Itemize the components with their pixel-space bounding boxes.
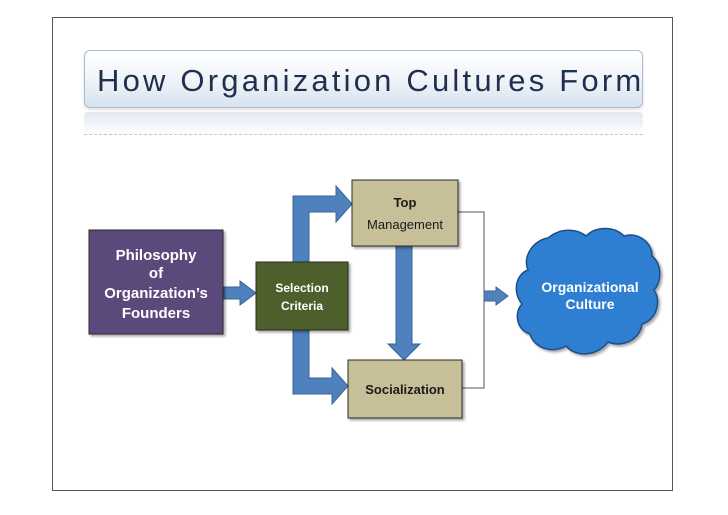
culture-line-2: Culture: [566, 296, 615, 312]
top-management-line-2: Management: [367, 217, 443, 232]
title-dashed-divider: [84, 134, 643, 135]
title-reflection: [84, 112, 643, 136]
top-management-line-1: Top: [394, 195, 417, 210]
philosophy-line-1: Philosophy: [116, 247, 197, 264]
philosophy-line-3: Organization’s: [104, 285, 208, 302]
arrow-top-management-to-socialization: [386, 245, 422, 361]
connector-socialization: [462, 296, 485, 389]
node-philosophy: [88, 229, 224, 335]
node-selection-criteria: [255, 261, 349, 331]
slide-title: How Organization Cultures Form: [97, 63, 645, 98]
connector-top-management: [458, 211, 485, 296]
philosophy-line-2: of: [149, 265, 164, 282]
philosophy-line-4: Founders: [122, 305, 190, 322]
title-bar: How Organization Cultures Form: [84, 50, 643, 108]
arrow-to-culture: [483, 286, 509, 306]
node-top-management: [351, 179, 459, 247]
node-organizational-culture: [515, 227, 661, 355]
node-socialization: [347, 359, 463, 419]
arrow-philosophy-to-selection: [223, 280, 257, 306]
arrow-selection-to-top-management: [292, 184, 353, 263]
socialization-label: Socialization: [365, 382, 445, 397]
selection-line-2: Criteria: [281, 299, 323, 313]
selection-line-1: Selection: [275, 281, 328, 295]
arrow-selection-to-socialization: [292, 329, 349, 406]
culture-line-1: Organizational: [541, 279, 638, 295]
